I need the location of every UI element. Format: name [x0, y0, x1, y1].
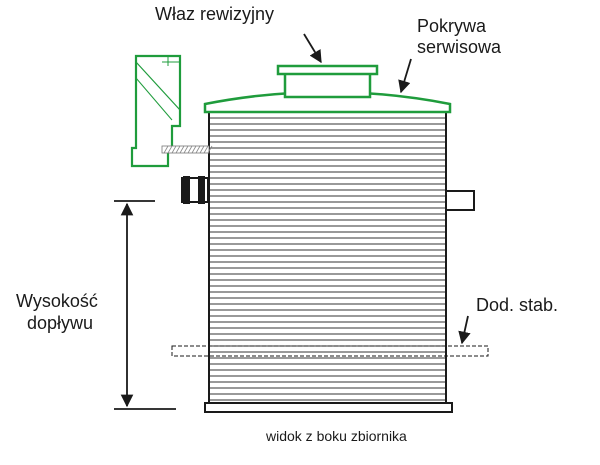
manhole-leader-arrow [303, 33, 322, 64]
outlet-pipe [445, 190, 475, 211]
tank-body [208, 111, 447, 405]
inlet-height-label-line1: Wysokość [16, 291, 98, 311]
connector-hatch-line [183, 145, 189, 154]
extra-stab-leader-arrow [458, 315, 471, 345]
connector-pipe [161, 145, 213, 154]
caption: widok z boku zbiornika [266, 428, 407, 444]
connector-hatch-line [207, 145, 213, 154]
connector-hatch-line [171, 145, 177, 154]
connector-hatch-line [167, 145, 173, 154]
connector-hatch-line [187, 145, 193, 154]
connector-hatch-line [163, 145, 169, 154]
tank-ribs [210, 117, 445, 401]
tank-base [204, 402, 453, 413]
connector-hatch-line [195, 145, 201, 154]
extra-stabilisation-plate [171, 345, 489, 357]
connector-hatch-line [191, 145, 197, 154]
connector-hatch-line [203, 145, 209, 154]
service-cover-leader-arrow [398, 58, 412, 94]
extra-stab-label: Dod. stab. [476, 295, 559, 315]
service-cover-label-line2: serwisowa [417, 37, 502, 57]
connector-hatch-line [175, 145, 181, 154]
inlet-height-dimension [114, 200, 176, 410]
manhole-label: Właz rewizyjny [155, 4, 275, 24]
inlet-height-label-line2: dopływu [27, 313, 94, 333]
connector-hatch-line [199, 145, 205, 154]
inlet-pipe [181, 176, 209, 204]
service-cover-label-line1: Pokrywa [417, 16, 487, 36]
manhole-cover [276, 64, 379, 99]
connector-hatch-line [179, 145, 185, 154]
